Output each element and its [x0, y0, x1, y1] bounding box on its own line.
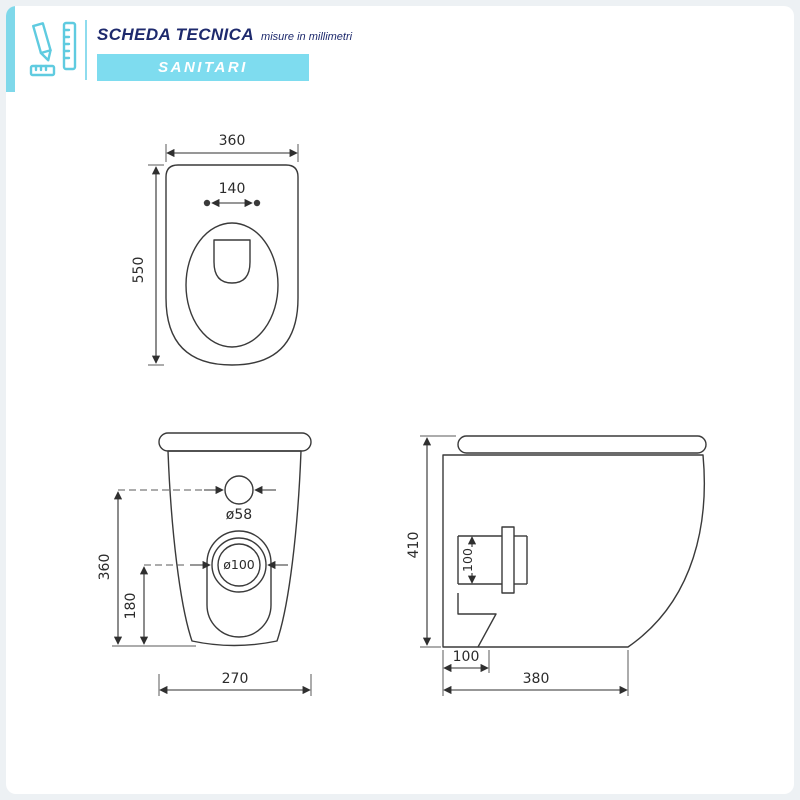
- dim-large-hole-diameter: ø100: [223, 557, 255, 572]
- header-divider: [85, 20, 87, 80]
- page-subtitle: misure in millimetri: [261, 31, 353, 43]
- dim-hinge-spacing: 140: [219, 181, 246, 197]
- trapway-outline: [206, 530, 272, 638]
- category-banner: SANITARI: [97, 54, 309, 81]
- hinge-hole-left: [203, 199, 211, 207]
- dim-side-height: 410: [406, 532, 422, 559]
- dim-side-depth: 380: [523, 671, 550, 687]
- dim-front-width: 270: [222, 671, 249, 687]
- dim-height-small-hole: 360: [97, 554, 113, 581]
- front-seat-lid: [158, 432, 312, 452]
- small-hole: [224, 475, 254, 505]
- dim-top-width: 360: [219, 133, 246, 149]
- pencil-ruler-icon: [29, 21, 77, 77]
- page-title: SCHEDA TECNICA: [97, 25, 255, 44]
- dim-top-depth: 550: [131, 257, 147, 284]
- dim-outlet-size: 100: [460, 548, 475, 572]
- dim-outlet-distance: 100: [453, 649, 480, 665]
- side-view: 410 100 100 380: [406, 435, 707, 696]
- dim-height-large-hole: 180: [123, 593, 139, 620]
- side-seat-lid: [457, 435, 707, 454]
- technical-drawing: 360 140 550 ø58: [97, 133, 707, 696]
- outlet-flange: [501, 526, 515, 594]
- large-hole-outer: [211, 537, 267, 593]
- category-banner-label: SANITARI: [158, 59, 248, 76]
- top-view: 360 140 550: [131, 133, 299, 366]
- datasheet-card: SCHEDA TECNICA misure in millimetri SANIT…: [6, 6, 794, 794]
- front-view: ø58 ø100 360 180 270: [97, 432, 312, 696]
- accent-stripe: [6, 6, 15, 92]
- hinge-hole-right: [253, 199, 261, 207]
- dim-small-hole-diameter: ø58: [226, 507, 252, 523]
- large-hole-inner: [217, 543, 261, 587]
